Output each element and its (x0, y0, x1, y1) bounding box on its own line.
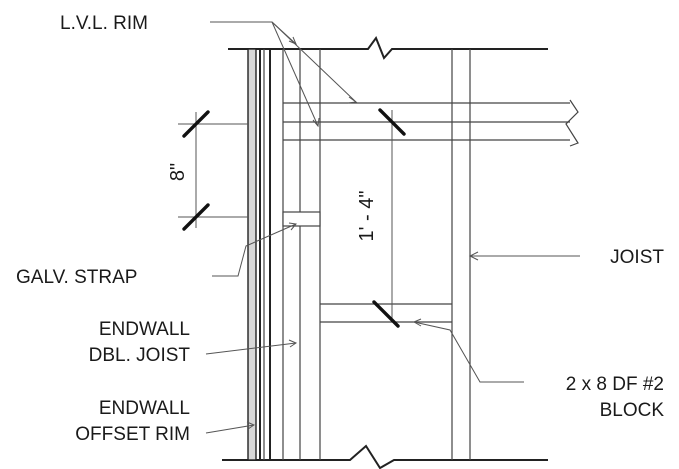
label-block-1: 2 x 8 DF #2 (566, 374, 664, 395)
dimension-1-4-label: 1' - 4" (356, 191, 378, 242)
dimension-8-inch: 8" (167, 110, 248, 231)
joist (451, 49, 471, 460)
dimension-1-ft-4-in: 1' - 4" (356, 108, 406, 328)
label-block-2: BLOCK (600, 400, 665, 421)
label-endwall-dbl-joist-2: DBL. JOIST (89, 345, 191, 366)
top-break-line (228, 35, 548, 60)
lvl-rim (283, 99, 579, 147)
label-endwall-offset-rim-2: OFFSET RIM (75, 424, 190, 445)
label-joist: JOIST (610, 247, 664, 268)
bottom-break-line (222, 444, 548, 469)
dimension-8-label: 8" (167, 163, 189, 181)
label-endwall-dbl-joist-1: ENDWALL (99, 319, 190, 340)
label-endwall-offset-rim-1: ENDWALL (99, 398, 190, 419)
endwall-dbl-joist (282, 49, 321, 460)
label-lvl-rim: L.V.L. RIM (60, 13, 148, 34)
leader-lines (205, 21, 580, 434)
label-galv-strap: GALV. STRAP (16, 267, 137, 288)
block (320, 303, 452, 323)
galv-strap (282, 211, 321, 227)
endwall-offset-rim (247, 48, 271, 461)
